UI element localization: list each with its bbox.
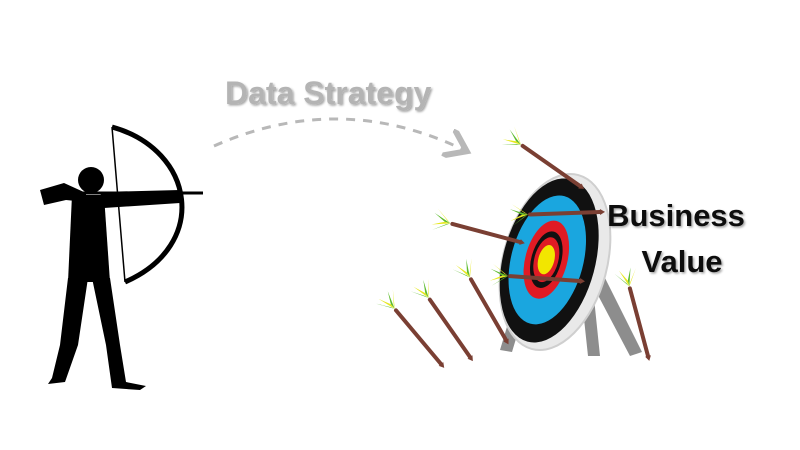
business-value-label-line1: Business [607,198,745,233]
dashed-flow-arrow [213,117,464,150]
business-value-label-line2: Value [642,244,723,279]
arrow-icon [407,274,484,370]
archer-silhouette-icon [40,124,203,390]
data-strategy-label: Data Strategy [225,75,432,111]
arrow-icon [372,285,455,377]
